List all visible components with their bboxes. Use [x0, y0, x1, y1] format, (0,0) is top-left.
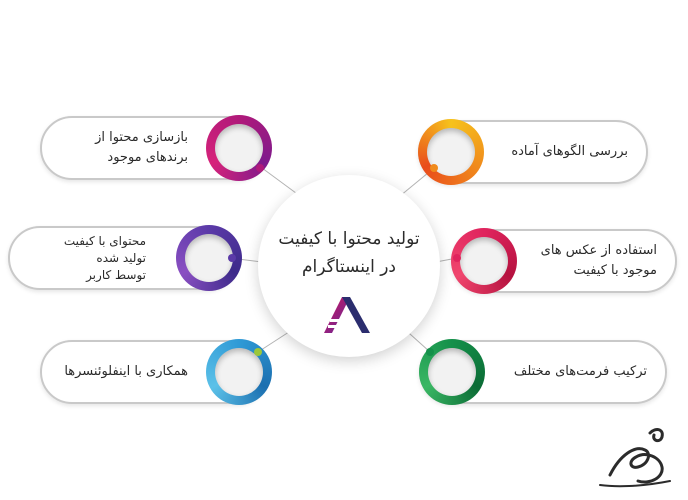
label-rebuild-content-1: بازسازی محتوا از	[95, 130, 188, 145]
dot-green	[426, 348, 434, 356]
pill-review-templates: بررسی الگوهای آماده	[418, 119, 648, 185]
connector-top-left	[261, 167, 301, 197]
pill-rebuild-content: بازسازی محتوا از برندهای موجود	[40, 115, 272, 181]
dot-lime	[254, 348, 262, 356]
pill-text-review-templates: بررسی الگوهای آماده	[511, 122, 628, 182]
pill-disk-magenta	[206, 115, 272, 181]
pill-disk-red	[451, 228, 517, 294]
dot-orange	[430, 164, 438, 172]
pill-text-rebuild-content: بازسازی محتوا از برندهای موجود	[95, 118, 188, 178]
label-combine-formats: ترکیب فرمت‌های مختلف	[513, 364, 647, 379]
label-review-templates: بررسی الگوهای آماده	[511, 144, 628, 159]
center-title-line2: در اینستاگرام	[302, 257, 396, 277]
pill-text-influencer-collaboration: همکاری با اینفلوئنسرها	[64, 342, 188, 402]
label-user-generated-1: محتوای با کیفیت	[63, 233, 146, 248]
pill-disk-blue	[206, 339, 272, 405]
dot-red	[453, 254, 461, 262]
label-use-existing-photos-1: استفاده از عکس های	[540, 243, 657, 258]
signature-watermark-icon	[599, 428, 671, 488]
label-user-generated-2: تولید شده	[96, 250, 146, 265]
brand-logo-icon	[324, 297, 370, 333]
pill-text-use-existing-photos: استفاده از عکس های موجود با کیفیت	[541, 231, 657, 291]
pill-text-combine-formats: ترکیب فرمت‌های مختلف	[514, 342, 647, 402]
pill-influencer-collaboration: همکاری با اینفلوئنسرها	[40, 339, 272, 405]
label-rebuild-content-2: برندهای موجود	[107, 150, 188, 165]
label-use-existing-photos-2: موجود با کیفیت	[573, 263, 657, 278]
pill-disk-green	[419, 339, 485, 405]
pill-disk-orange	[418, 119, 484, 185]
pill-text-user-generated-content: محتوای با کیفیت تولید شده توسط کاربر	[64, 228, 146, 288]
dot-purple	[228, 254, 236, 262]
pill-user-generated-content: محتوای با کیفیت تولید شده توسط کاربر	[8, 225, 242, 291]
label-user-generated-3: توسط کاربر	[86, 267, 146, 282]
connector-bot-left	[257, 329, 293, 353]
center-topic: تولید محتوا با کیفیت در اینستاگرام	[258, 175, 440, 357]
center-title: تولید محتوا با کیفیت در اینستاگرام	[258, 225, 440, 281]
dot-magenta	[256, 164, 264, 172]
center-title-line1: تولید محتوا با کیفیت	[278, 229, 420, 249]
label-influencer-collaboration: همکاری با اینفلوئنسرها	[64, 364, 188, 379]
pill-combine-formats: ترکیب فرمت‌های مختلف	[419, 339, 667, 405]
pill-use-existing-photos: استفاده از عکس های موجود با کیفیت	[451, 228, 677, 294]
